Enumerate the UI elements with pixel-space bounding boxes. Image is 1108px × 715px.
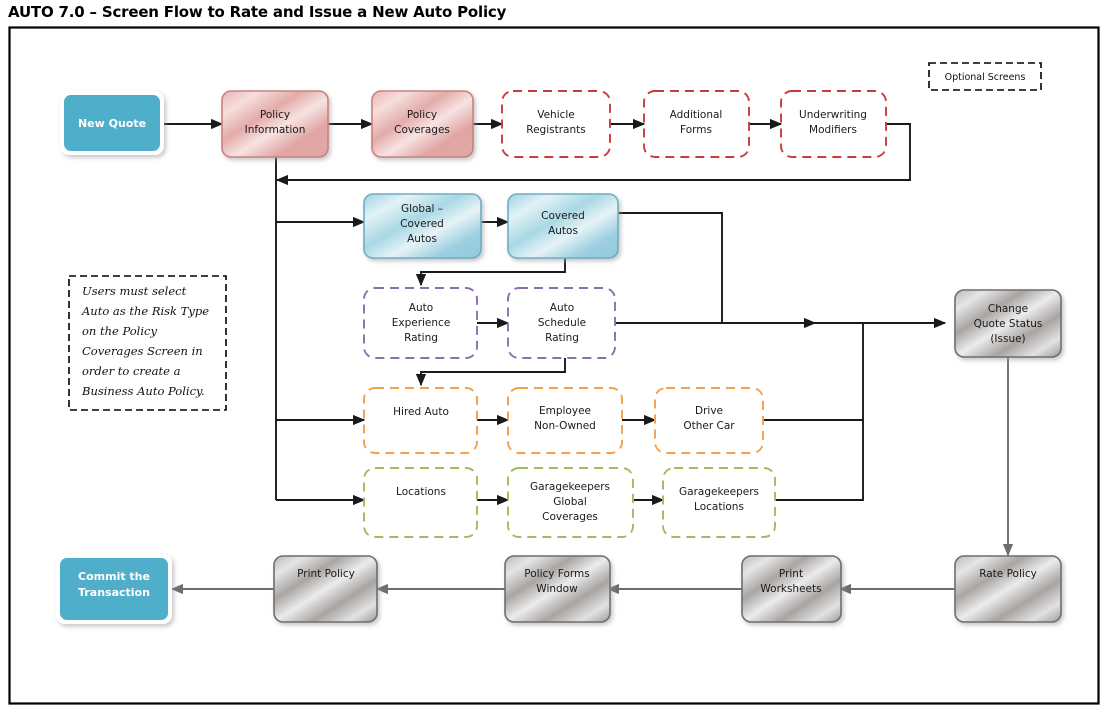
connectors [164,118,947,506]
node-label-line2: Modifiers [809,124,857,136]
node-label-line2: Window [536,583,578,595]
node-label-line1: Auto [550,302,574,314]
node-label-line1: Garagekeepers [530,481,610,493]
node-label-line2: Autos [548,225,578,237]
note-line-1: Users must select [82,284,187,298]
node-label-line2: Schedule [538,317,586,329]
node-new-quote[interactable]: New Quote [60,91,164,155]
node-policy-forms-window[interactable]: Policy Forms Window [504,555,611,623]
node-label-line2: Forms [680,124,712,136]
node-label-line1: Hired Auto [393,406,449,418]
node-print-policy[interactable]: Print Policy [273,555,378,623]
node-label-line2: Coverages [394,124,450,136]
node-label-line1: Global – [401,203,443,215]
node-label-line1: Covered [541,210,585,222]
connector-autosched-to-hiredauto [415,358,566,387]
node-label: New Quote [78,117,146,130]
node-vehicle-registrants[interactable]: Vehicle Registrants [501,90,611,158]
node-label-line3: Coverages [542,511,598,523]
connector-covered-to-autoexp [415,258,566,287]
node-label-line1: Drive [695,405,723,417]
node-label-line2: Other Car [683,420,735,432]
note-box: Users must select Auto as the Risk Type … [68,275,227,411]
node-label-line2: Quote Status [974,318,1043,330]
node-auto-experience-rating[interactable]: Auto Experience Rating [363,287,478,359]
node-rate-policy[interactable]: Rate Policy [954,555,1062,623]
node-drive-other-car[interactable]: Drive Other Car [654,387,764,454]
note-line-3: on the Policy [82,324,157,338]
node-label-line2: Registrants [526,124,585,136]
node-garagekeepers-global-coverages[interactable]: Garagekeepers Global Coverages [507,467,634,538]
node-global-covered-autos[interactable]: Global – Covered Autos [363,193,482,259]
node-label-line3: Autos [407,233,437,245]
node-label-line2: Locations [694,501,744,513]
node-label-line1: Policy [260,109,290,121]
node-label-line1: Policy Forms [524,568,589,580]
note-line-2: Auto as the Risk Type [81,304,209,318]
page-title: AUTO 7.0 – Screen Flow to Rate and Issue… [8,3,507,21]
node-print-worksheets[interactable]: Print Worksheets [741,555,842,623]
node-label-line1: Employee [539,405,591,417]
node-covered-autos[interactable]: Covered Autos [507,193,619,259]
node-label-line3: (Issue) [990,333,1025,345]
node-label-line2: Non-Owned [534,420,596,432]
node-label-line1: Additional [670,109,723,121]
node-label-line2: Global [553,496,587,508]
node-label-line1: Underwriting [799,109,867,121]
connectors-gray [170,357,1014,595]
node-label-line1: Change [988,303,1028,315]
note-line-6: Business Auto Policy. [81,384,205,398]
node-policy-information[interactable]: Policy Information [221,90,329,158]
legend-optional-screens: Optional Screens [928,62,1042,91]
node-label-line1: Rate Policy [979,568,1037,580]
node-label-line1: Print [779,568,803,580]
node-label-line2: Transaction [78,586,150,599]
node-label-line1: Garagekeepers [679,486,759,498]
legend-label: Optional Screens [945,72,1026,83]
node-auto-schedule-rating[interactable]: Auto Schedule Rating [507,287,616,359]
node-label-line3: Rating [545,332,579,344]
node-change-quote-status[interactable]: Change Quote Status (Issue) [954,289,1062,358]
node-label-line2: Worksheets [760,583,821,595]
connector-covered-right-down [618,212,723,323]
node-label-line1: Vehicle [537,109,575,121]
note-line-4: Coverages Screen in [82,344,203,358]
connector-uwmod-return [275,123,911,186]
node-garagekeepers-locations[interactable]: Garagekeepers Locations [662,467,776,538]
connector-gklocations-to-trunk [775,420,864,501]
node-underwriting-modifiers[interactable]: Underwriting Modifiers [780,90,887,158]
node-additional-forms[interactable]: Additional Forms [643,90,750,158]
note-line-5: order to create a [82,364,181,378]
node-label-line2: Covered [400,218,444,230]
node-label-line3: Rating [404,332,438,344]
node-label-line1: Auto [409,302,433,314]
node-label-line1: Print Policy [297,568,355,580]
node-policy-coverages[interactable]: Policy Coverages [371,90,474,158]
node-label-line1: Policy [407,109,437,121]
node-locations[interactable]: Locations [363,467,478,538]
node-employee-non-owned[interactable]: Employee Non-Owned [507,387,623,454]
node-label-line2: Information [245,124,306,136]
node-label-line1: Commit the [78,570,150,583]
node-hired-auto[interactable]: Hired Auto [363,387,478,454]
node-label-line1: Locations [396,486,446,498]
node-commit-the-transaction[interactable]: Commit the Transaction [56,554,172,624]
node-label-line2: Experience [392,317,451,329]
